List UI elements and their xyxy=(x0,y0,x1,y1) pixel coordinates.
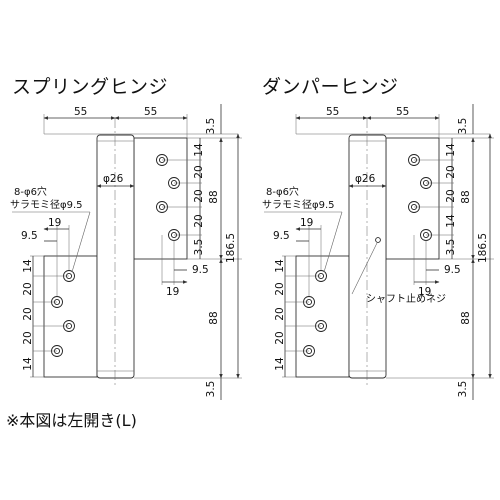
spring-hinge-view xyxy=(12,104,242,400)
dim-14-left-l2: 14 xyxy=(22,357,34,371)
dim-14-right-r2: 14 xyxy=(445,214,457,228)
dim-14-left-r1: 14 xyxy=(193,143,205,157)
dim-88-left-top: 88 xyxy=(208,190,220,203)
dim-186-5-right: 186.5 xyxy=(477,233,489,263)
dim-14-right-l1: 14 xyxy=(274,259,286,273)
dim-3-5-left-r: 3.5 xyxy=(193,239,205,256)
dim-9-5-left-b: 9.5 xyxy=(192,264,209,276)
dim-19-left-a: 19 xyxy=(48,217,61,229)
dim-19-left-b: 19 xyxy=(166,286,179,298)
dim-9-5-left-a: 9.5 xyxy=(21,230,38,242)
dim-55-right-b: 55 xyxy=(396,106,409,118)
footnote: ※本図は左開き(L) xyxy=(6,411,137,430)
damper-hinge-view xyxy=(264,104,494,400)
dim-14-left-l1: 14 xyxy=(22,259,34,273)
dim-3-5-right-bottom: 3.5 xyxy=(457,381,469,398)
countersink-label-right: サラモミ径φ9.5 xyxy=(262,198,335,211)
dim-20-right-l3: 20 xyxy=(274,331,286,344)
dim-phi26-left: φ26 xyxy=(103,173,124,185)
dim-186-5-left: 186.5 xyxy=(225,233,237,263)
dim-3-5-right-top: 3.5 xyxy=(457,118,469,135)
dim-9-5-right-b: 9.5 xyxy=(444,264,461,276)
dim-20-right-l1: 20 xyxy=(274,282,286,295)
dim-20-left-r2: 20 xyxy=(193,189,205,202)
dim-20-left-r3: 20 xyxy=(193,214,205,227)
shaft-screw-icon xyxy=(375,237,381,243)
dim-9-5-right-a: 9.5 xyxy=(273,230,290,242)
spring-hinge-title: スプリングヒンジ xyxy=(12,76,169,98)
dim-55-left-b: 55 xyxy=(144,106,157,118)
dim-20-left-l1: 20 xyxy=(22,282,34,295)
dim-20-right-l2: 20 xyxy=(274,307,286,320)
dim-3-5-left-top: 3.5 xyxy=(205,118,217,135)
dim-phi26-right: φ26 xyxy=(355,173,376,185)
dim-55-left-a: 55 xyxy=(74,106,87,118)
dim-55-right-a: 55 xyxy=(326,106,339,118)
dim-88-right-bottom: 88 xyxy=(460,311,472,324)
dim-88-left-bottom: 88 xyxy=(208,311,220,324)
shaft-screw-label: シャフト止めネジ xyxy=(366,293,446,305)
dim-19-right-b: 19 xyxy=(418,286,431,298)
countersink-label-left: サラモミ径φ9.5 xyxy=(10,198,83,211)
dim-14-right-r1: 14 xyxy=(445,143,457,157)
dim-3-5-right-r: 3.5 xyxy=(445,239,457,256)
holes-label-right: 8-φ6穴 xyxy=(266,185,299,198)
dim-20-left-l3: 20 xyxy=(22,331,34,344)
dim-20-right-r2: 20 xyxy=(445,189,457,202)
holes-label-left: 8-φ6穴 xyxy=(14,185,47,198)
damper-hinge-title: ダンパーヒンジ xyxy=(262,76,399,98)
dim-14-right-l2: 14 xyxy=(274,357,286,371)
dim-20-left-l2: 20 xyxy=(22,307,34,320)
dimension-labels: 55 55 φ26 8-φ6穴 サラモミ径φ9.5 19 9.5 9.5 19 … xyxy=(10,106,489,397)
dim-3-5-left-bottom: 3.5 xyxy=(205,381,217,398)
dim-19-right-a: 19 xyxy=(300,217,313,229)
dim-20-right-r1: 20 xyxy=(445,165,457,178)
dim-88-right-top: 88 xyxy=(460,190,472,203)
dim-20-left-r1: 20 xyxy=(193,165,205,178)
